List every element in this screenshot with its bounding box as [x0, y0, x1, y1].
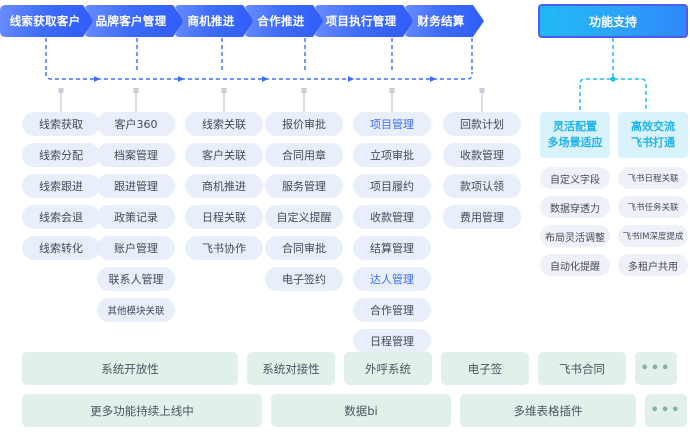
process-step-label: 合作推进	[257, 14, 305, 28]
bottom-capability-rows: 系统开放性系统对接性外呼系统电子签飞书合同 ••• 更多功能持续上线中数据bi 多维表…	[22, 352, 687, 436]
support-pill[interactable]: 飞书IM深度提成	[618, 225, 688, 247]
support-caption-line2: 多场景适应	[547, 136, 603, 149]
feature-pill[interactable]: 账户管理	[97, 236, 175, 260]
support-column-2: 高效交流飞书打通飞书日程关联飞书任务关联飞书IM深度提成多租户共用	[618, 112, 688, 283]
bottom-capability-cell[interactable]: 数据bi	[271, 394, 451, 427]
more-options-icon[interactable]: •••	[635, 352, 677, 385]
feature-column-2: 客户360 档案管理跟进管理政策记录账户管理联系人管理其他模块关联	[97, 112, 175, 329]
support-bracket-junction	[610, 76, 616, 82]
feature-pill[interactable]: 合作管理	[353, 298, 431, 322]
bottom-capability-cell[interactable]: 飞书合同	[538, 352, 626, 385]
feature-column-4: 报价审批合同用章服务管理自定义提醒合同审批电子签约	[265, 112, 343, 298]
feature-column-3: 线索关联客户关联商机推进日程关联飞书协作	[185, 112, 263, 267]
feature-pill[interactable]: 政策记录	[97, 205, 175, 229]
feature-pill[interactable]: 客户360	[97, 112, 175, 136]
feature-pill[interactable]: 其他模块关联	[97, 298, 175, 322]
process-step-label: 品牌客户管理	[95, 14, 167, 28]
feature-pill[interactable]: 线索跟进	[22, 174, 100, 198]
column-stems	[58, 88, 485, 112]
bottom-capability-cell[interactable]: 更多功能持续上线中	[22, 394, 262, 427]
process-step-bar: 线索获取客户品牌客户管理 商机推进 合作推进 项目执行管理 财务结算	[0, 5, 534, 37]
feature-pill[interactable]: 日程管理	[353, 329, 431, 353]
feature-pill[interactable]: 服务管理	[265, 174, 343, 198]
feature-pill[interactable]: 款项认领	[443, 174, 521, 198]
feature-column-5: 项目管理立项审批项目履约收款管理结算管理达人管理合作管理日程管理	[353, 112, 431, 360]
support-bracket	[579, 38, 647, 110]
feature-pill[interactable]: 线索分配	[22, 143, 100, 167]
process-step-2[interactable]: 品牌客户管理	[84, 5, 184, 37]
bottom-capability-cell[interactable]: 系统开放性	[22, 352, 238, 385]
support-pill[interactable]: 数据穿透力	[540, 196, 610, 218]
support-header-label: 功能支持	[588, 14, 637, 29]
support-caption-line1: 灵活配置	[553, 120, 597, 133]
feature-pill[interactable]: 线索会退	[22, 205, 100, 229]
bus-arrow-markers	[94, 76, 436, 82]
bottom-row-1: 系统开放性系统对接性外呼系统电子签飞书合同 •••	[22, 352, 677, 385]
process-step-label: 线索获取客户	[9, 14, 81, 28]
feature-pill[interactable]: 线索关联	[185, 112, 263, 136]
support-column-1: 灵活配置多场景适应自定义字段数据穿透力布局灵活调整自动化提醒	[540, 112, 610, 283]
support-pill[interactable]: 飞书日程关联	[618, 167, 688, 189]
process-step-label: 财务结算	[417, 14, 465, 28]
feature-pill[interactable]: 项目管理	[353, 112, 431, 136]
feature-pill[interactable]: 结算管理	[353, 236, 431, 260]
feature-pill[interactable]: 自定义提醒	[265, 205, 343, 229]
feature-pill[interactable]: 线索转化	[22, 236, 100, 260]
feature-pill[interactable]: 日程关联	[185, 205, 263, 229]
process-step-label: 商机推进	[187, 14, 235, 28]
feature-pill[interactable]: 客户关联	[185, 143, 263, 167]
feature-pill[interactable]: 线索获取	[22, 112, 100, 136]
feature-pill[interactable]: 收款管理	[353, 205, 431, 229]
process-step-1[interactable]: 线索获取客户	[0, 5, 94, 37]
support-column-caption: 灵活配置多场景适应	[540, 112, 610, 158]
support-pill[interactable]: 布局灵活调整	[540, 225, 610, 247]
feature-column-1: 线索获取线索分配线索跟进线索会退线索转化	[22, 112, 100, 267]
support-pill[interactable]: 自定义字段	[540, 167, 610, 189]
process-step-label: 项目执行管理	[325, 14, 397, 28]
feature-pill[interactable]: 飞书协作	[185, 236, 263, 260]
process-step-6[interactable]: 财务结算	[404, 5, 484, 37]
feature-pill[interactable]: 费用管理	[443, 205, 521, 229]
feature-pill[interactable]: 回款计划	[443, 112, 521, 136]
support-pill[interactable]: 多租户共用	[618, 254, 688, 276]
feature-pill[interactable]: 商机推进	[185, 174, 263, 198]
feature-pill[interactable]: 收款管理	[443, 143, 521, 167]
feature-pill[interactable]: 合同审批	[265, 236, 343, 260]
feature-pill[interactable]: 项目履约	[353, 174, 431, 198]
feature-pill[interactable]: 电子签约	[265, 267, 343, 291]
bottom-capability-cell[interactable]: 多维表格插件	[460, 394, 636, 427]
horizontal-bus	[45, 72, 473, 80]
process-step-3[interactable]: 商机推进	[174, 5, 254, 37]
feature-pill[interactable]: 报价审批	[265, 112, 343, 136]
support-caption-line2: 飞书打通	[631, 136, 675, 149]
feature-pill[interactable]: 档案管理	[97, 143, 175, 167]
process-step-4[interactable]: 合作推进	[244, 5, 324, 37]
more-options-icon[interactable]: •••	[645, 394, 687, 427]
feature-pill[interactable]: 合同用章	[265, 143, 343, 167]
bottom-capability-cell[interactable]: 电子签	[441, 352, 529, 385]
feature-pill[interactable]: 达人管理	[353, 267, 431, 291]
support-header-box[interactable]: 功能支持	[538, 4, 688, 38]
support-column-caption: 高效交流飞书打通	[618, 112, 688, 158]
bottom-capability-cell[interactable]: 系统对接性	[247, 352, 335, 385]
support-pill[interactable]: 自动化提醒	[540, 254, 610, 276]
process-step-5[interactable]: 项目执行管理	[314, 5, 414, 37]
support-pill[interactable]: 飞书任务关联	[618, 196, 688, 218]
feature-column-6: 回款计划收款管理款项认领费用管理	[443, 112, 521, 236]
feature-pill[interactable]: 联系人管理	[97, 267, 175, 291]
support-caption-line1: 高效交流	[631, 120, 675, 133]
feature-pill[interactable]: 立项审批	[353, 143, 431, 167]
bottom-capability-cell[interactable]: 外呼系统	[344, 352, 432, 385]
feature-pill[interactable]: 跟进管理	[97, 174, 175, 198]
bottom-row-2: 更多功能持续上线中数据bi 多维表格插件 •••	[22, 394, 687, 427]
